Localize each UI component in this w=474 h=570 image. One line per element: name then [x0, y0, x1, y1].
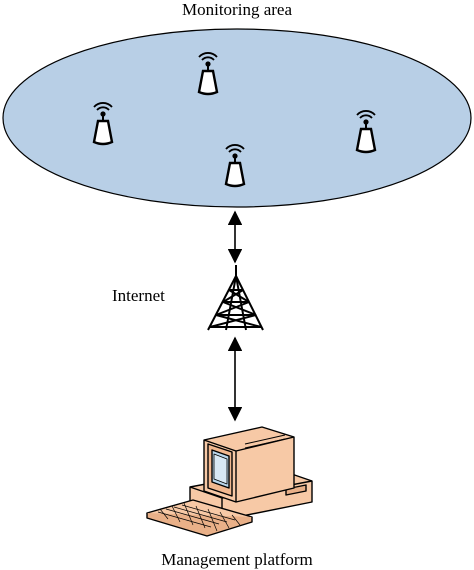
- internet-label: Internet: [112, 286, 165, 305]
- radio-tower-icon: [207, 265, 264, 331]
- desktop-computer-icon: [146, 426, 313, 537]
- monitoring-area-ellipse: [2, 28, 472, 208]
- management-platform-label: Management platform: [161, 550, 313, 569]
- monitoring-area-label: Monitoring area: [182, 0, 292, 19]
